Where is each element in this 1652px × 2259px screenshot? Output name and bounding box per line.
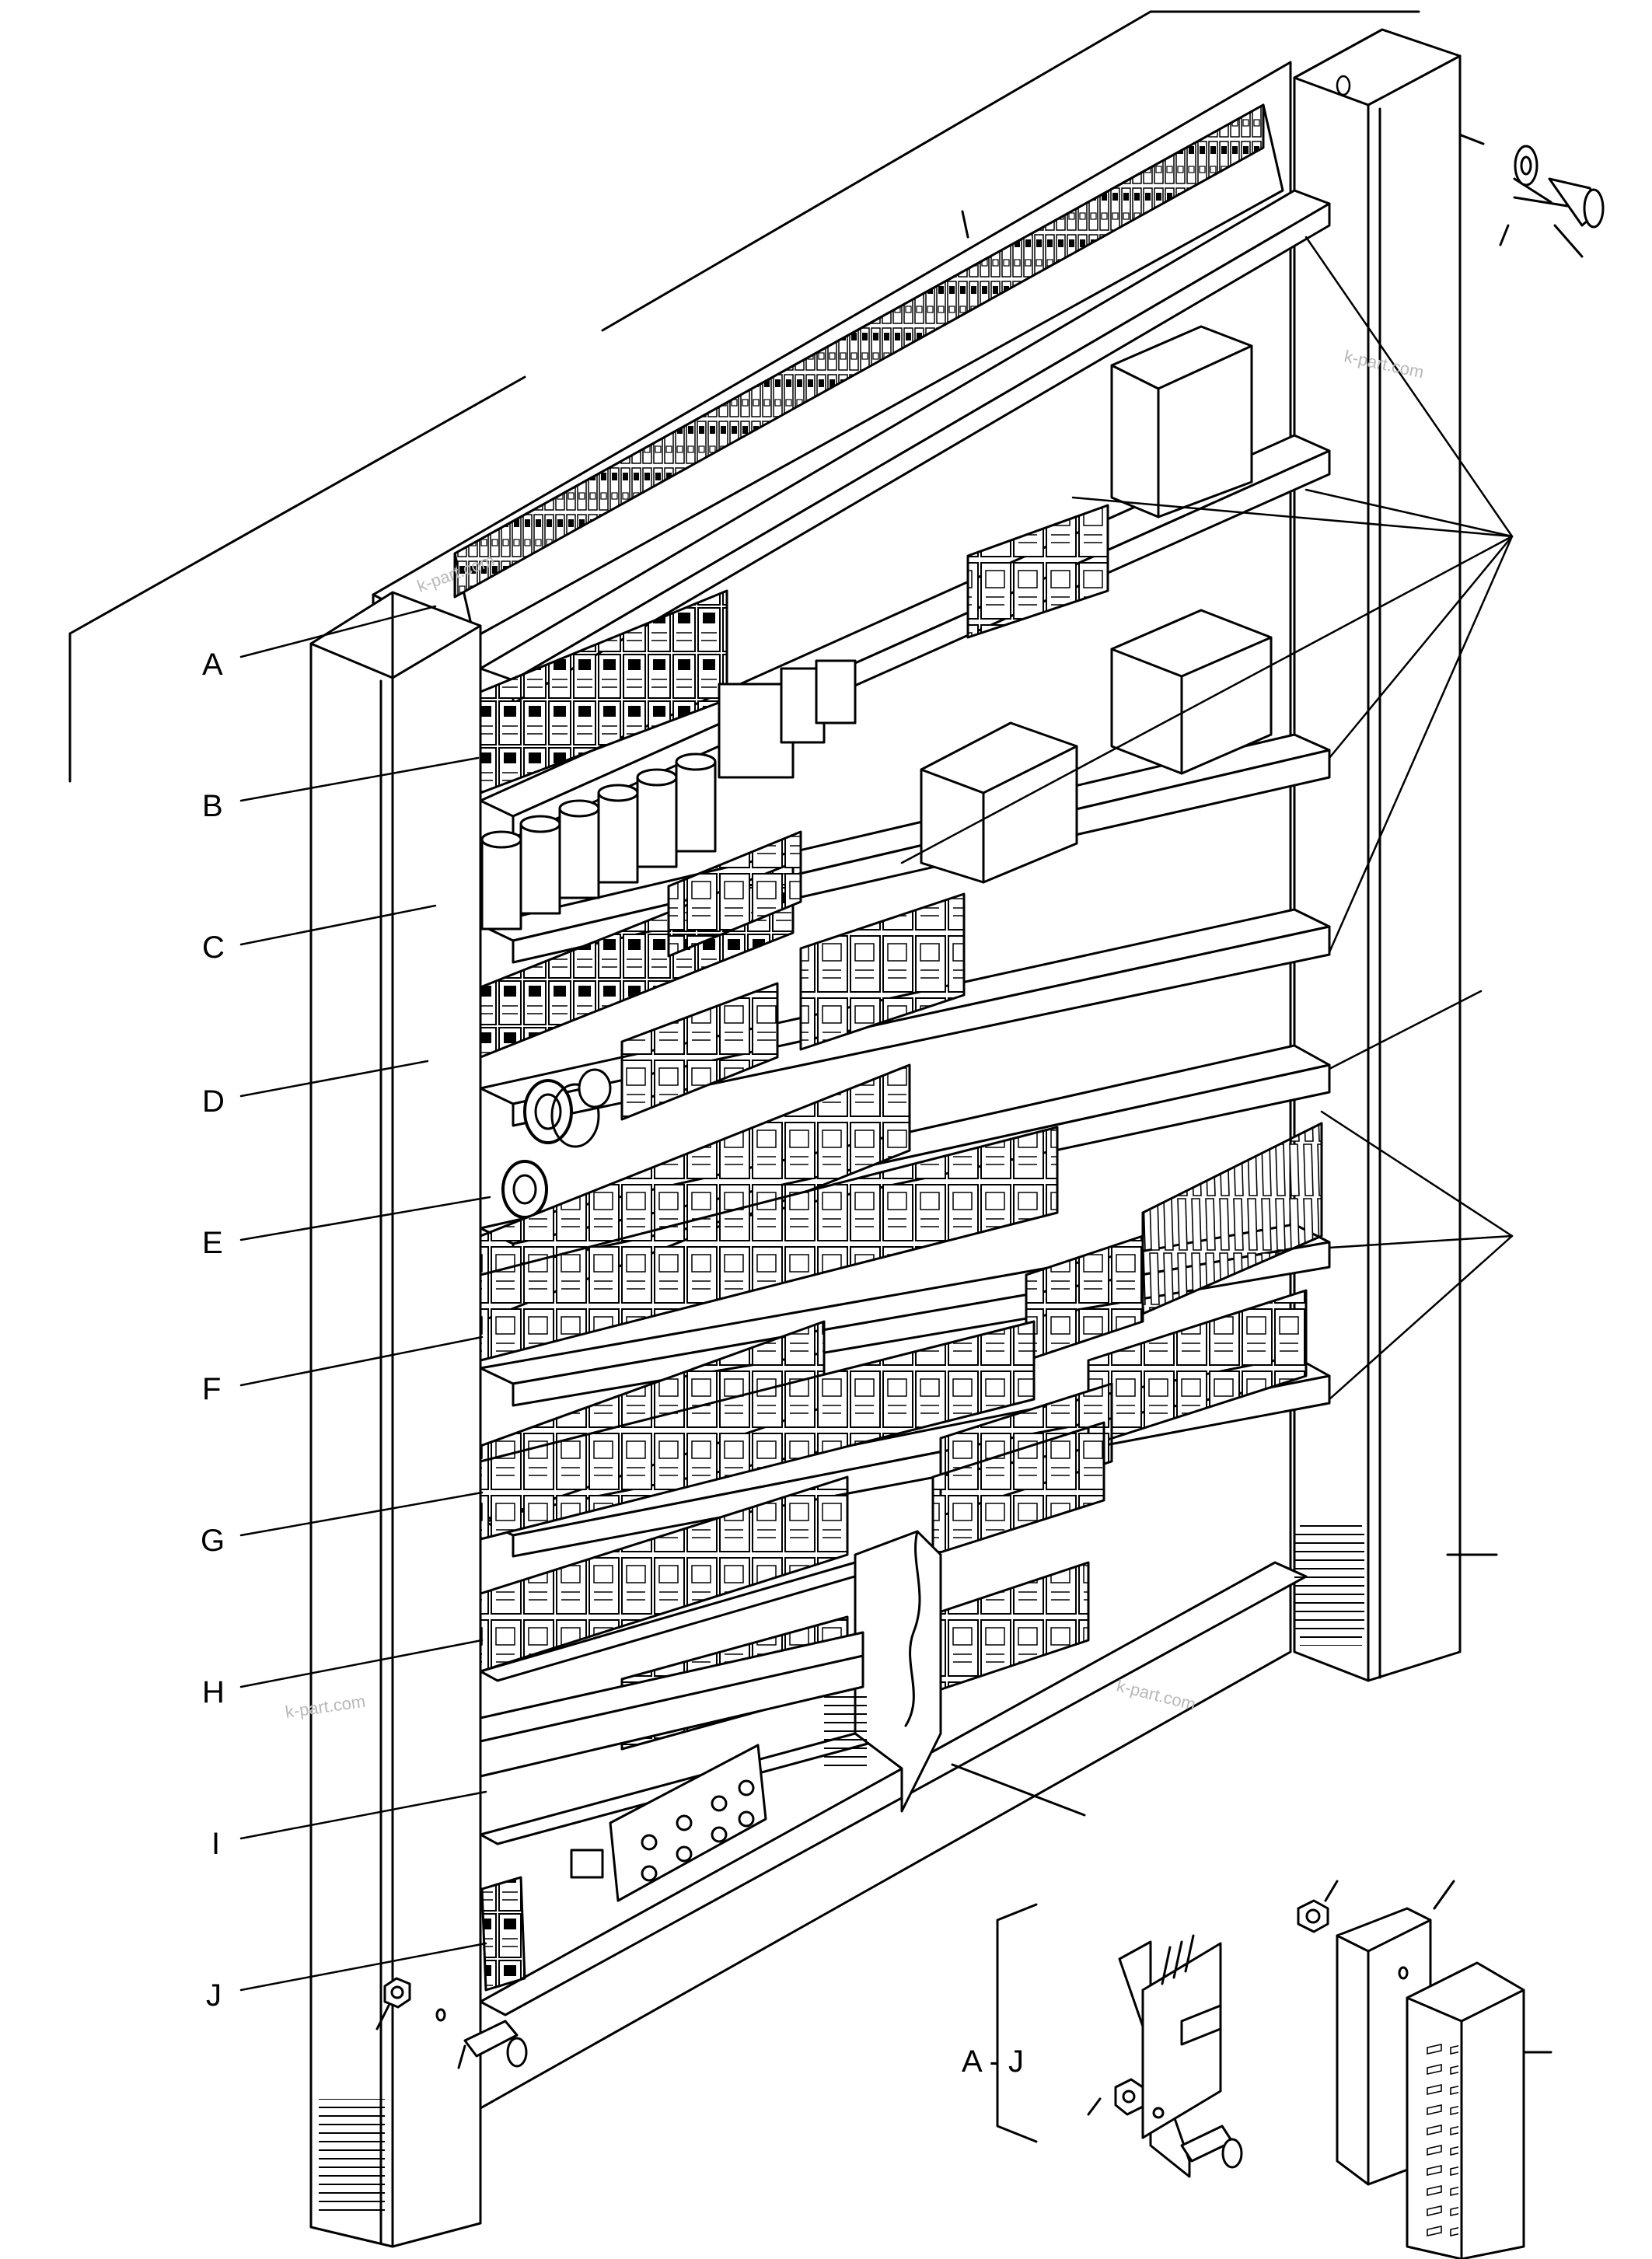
callout-g: G (201, 1524, 225, 1558)
callout-b: B (202, 789, 223, 823)
callout-h: H (202, 1675, 225, 1709)
right-upright-post (1293, 28, 1498, 1682)
panel-cutout (824, 1528, 1364, 1817)
profile-channel-detail (1297, 1880, 1552, 2259)
callout-d: D (202, 1084, 225, 1119)
row-c-capacitors (480, 609, 1273, 930)
row-callouts: A B C D E F G H I J A - J (201, 648, 1024, 2079)
callout-c: C (202, 930, 225, 965)
row-b-components (479, 325, 1253, 794)
left-post-hardware (375, 1977, 528, 2069)
callout-j: J (206, 1978, 222, 2013)
callout-detail-range: A - J (962, 2044, 1024, 2079)
callout-leader-lines (239, 236, 1514, 1992)
callout-f: F (202, 1372, 221, 1406)
row-j-terminals (480, 1744, 767, 1992)
callout-a: A (202, 648, 223, 682)
row-f-finger-clamps (1025, 1122, 1323, 1362)
rail-mounting-bracket-detail (996, 1903, 1243, 2178)
top-right-hardware (1514, 145, 1605, 229)
row-a-terminal-strip (453, 103, 1284, 639)
row-d-breakers (479, 830, 966, 1121)
callout-i: I (211, 1827, 220, 1861)
left-front-post (309, 591, 482, 2248)
callout-e: E (202, 1226, 223, 1260)
